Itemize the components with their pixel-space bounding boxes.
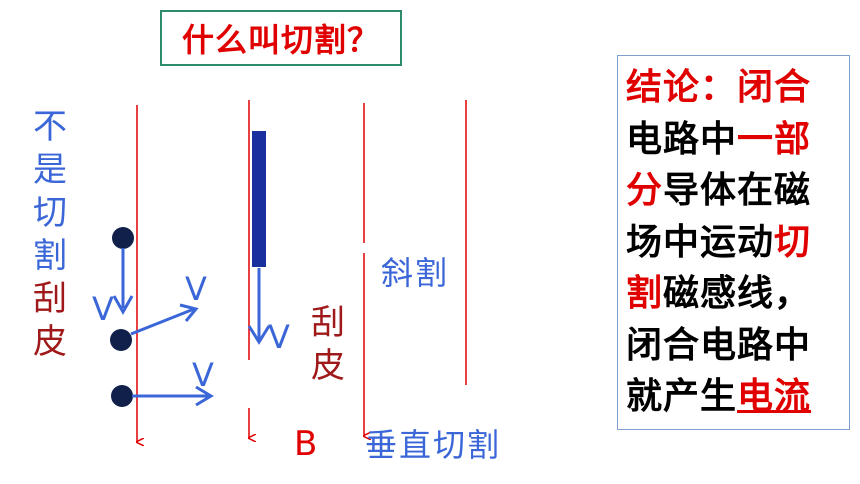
conclusion-line: 就产生电流 xyxy=(626,371,849,423)
oblique-cut-label: 斜割 xyxy=(381,254,450,292)
velocity-arrow xyxy=(130,307,195,336)
conclusion-box: 结论：闭合 电路中一部 分导体在磁 场中运动切 割磁感线， 闭合电路中 就产生电… xyxy=(617,55,850,430)
ball-conductor xyxy=(112,227,134,249)
scrape-char: 刮 xyxy=(311,303,345,343)
conclusion-line: 闭合电路中 xyxy=(626,324,812,366)
not-cut-char: 割 xyxy=(33,236,67,276)
velocity-arrowhead xyxy=(247,325,271,345)
not-cut-char: 不 xyxy=(33,107,67,147)
field-diagram xyxy=(110,100,467,484)
conclusion-highlight: 切 xyxy=(774,221,812,263)
conclusion-text: 电路中 xyxy=(626,118,738,160)
conclusion-highlight-underlined: 电流 xyxy=(737,376,812,417)
velocity-arrowhead xyxy=(112,295,134,316)
velocity-arrowhead xyxy=(179,303,199,322)
not-cut-char: 是 xyxy=(33,150,67,190)
rod-conductor xyxy=(252,131,266,267)
page-title: 什么叫切割？ xyxy=(181,21,380,59)
conclusion-line: 结论：闭合 xyxy=(626,67,812,108)
conclusion-highlight: 割 xyxy=(626,273,664,314)
velocity-label: V xyxy=(92,290,114,328)
conclusion-line: 场中运动切 xyxy=(626,217,849,269)
ball-conductor xyxy=(111,385,133,407)
conclusion-text: 就产生 xyxy=(626,376,738,417)
scrape-char: 皮 xyxy=(311,346,345,386)
title-box: 什么叫切割？ xyxy=(160,10,402,66)
middle-scrape-label: 刮 皮 xyxy=(306,302,350,388)
scrape-char: 皮 xyxy=(33,322,67,362)
conclusion-line: 分导体在磁 xyxy=(626,165,849,217)
scrape-char: 刮 xyxy=(33,279,67,319)
conclusion-highlight: 一部 xyxy=(737,118,812,160)
ball-conductor xyxy=(110,329,132,351)
conclusion-highlight: 分 xyxy=(626,170,664,211)
conclusion-text: 导体在磁 xyxy=(663,170,812,211)
velocity-arrowhead xyxy=(195,385,214,407)
conclusion-text: 磁感线， xyxy=(663,273,812,314)
conclusion-line: 电路中一部 xyxy=(626,114,849,166)
not-cut-char: 切 xyxy=(33,193,67,233)
conclusion-text: 场中运动 xyxy=(626,221,775,263)
velocity-label: V xyxy=(185,270,207,308)
conclusion-line: 割磁感线， xyxy=(626,268,849,320)
velocity-label: V xyxy=(268,318,290,356)
left-vertical-label: 不 是 切 割 刮 皮 xyxy=(28,106,72,364)
velocity-label: V xyxy=(192,356,214,394)
vertical-cut-label: 垂直切割 xyxy=(365,426,502,464)
field-symbol: B xyxy=(294,424,318,464)
